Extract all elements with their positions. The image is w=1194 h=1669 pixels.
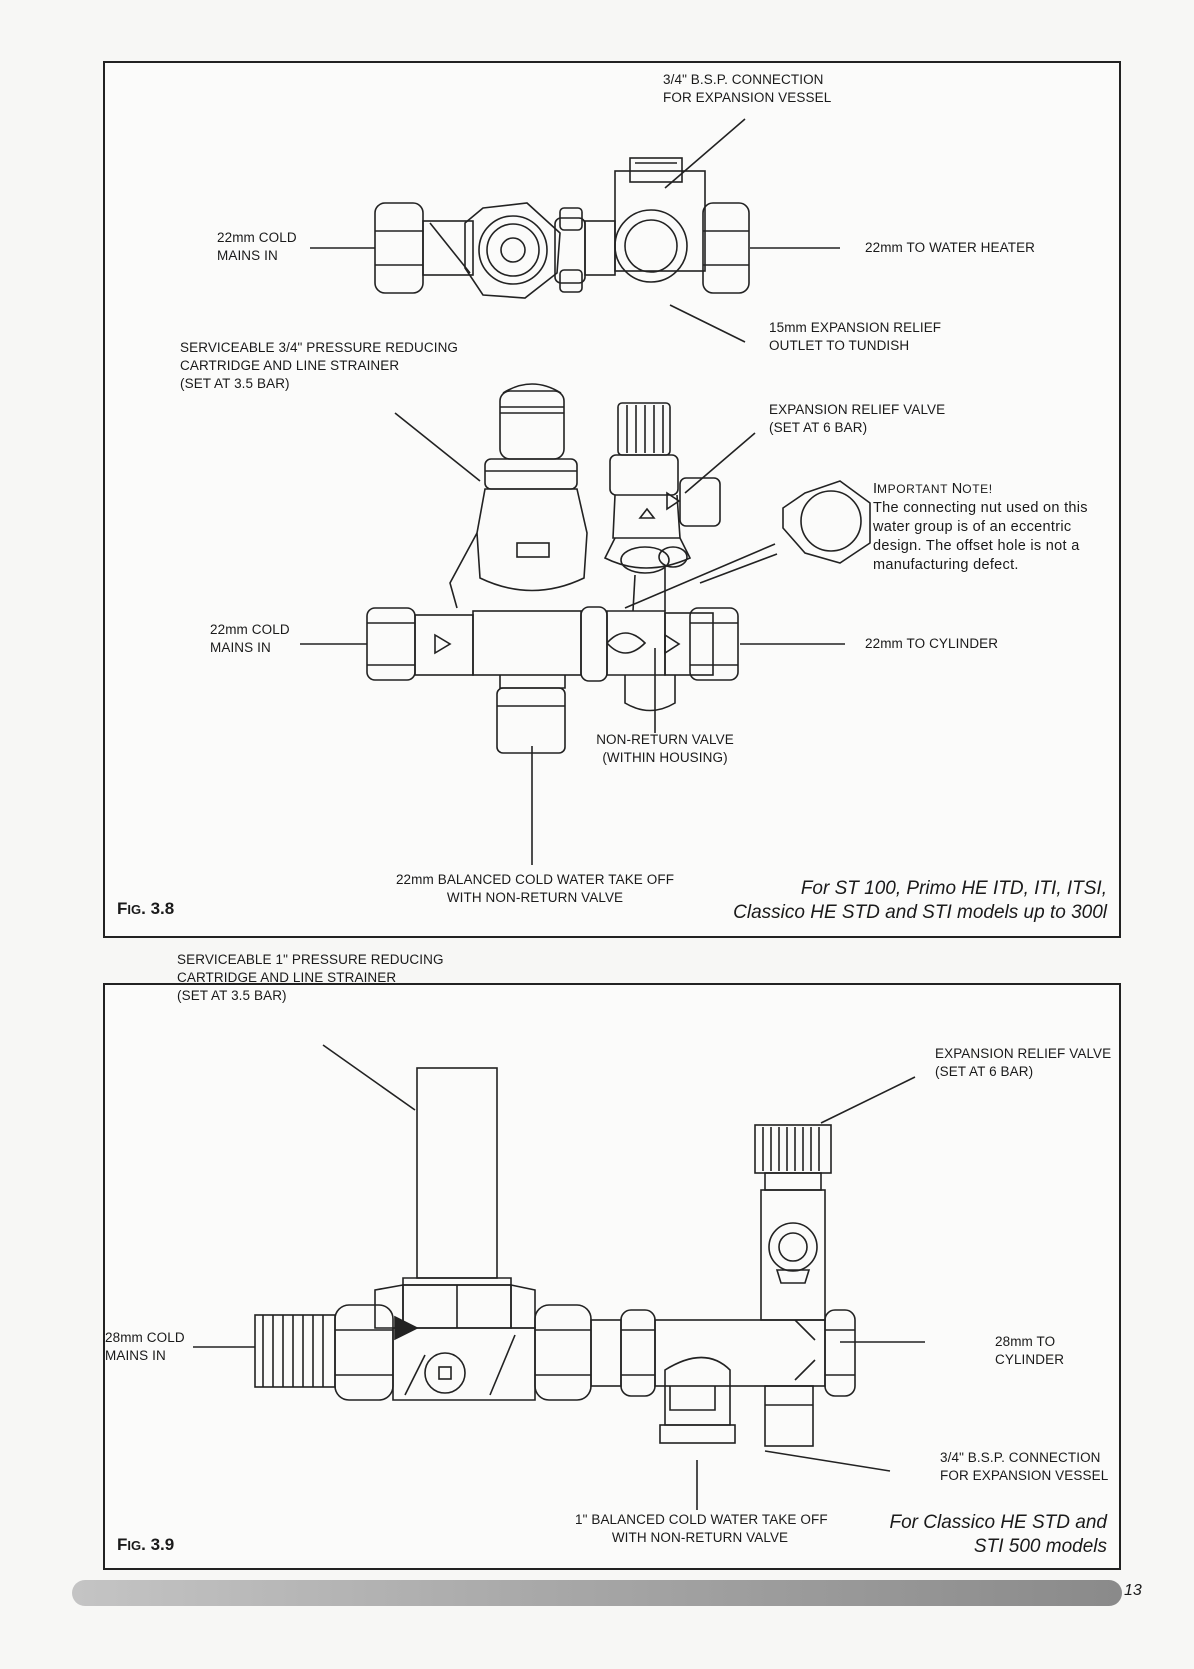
label-line: (WITHIN HOUSING) xyxy=(602,750,728,765)
to-water-heater-label: 22mm TO WATER HEATER xyxy=(865,240,1036,255)
applicable-models: For Classico HE STD and STI 500 models xyxy=(889,1511,1107,1559)
label-line: FOR EXPANSION VESSEL xyxy=(940,1468,1109,1483)
label-line: 1" BALANCED COLD WATER TAKE OFF xyxy=(575,1512,828,1527)
cold-mains-in-top-label: 22mm COLD MAINS IN xyxy=(217,229,297,265)
figure-3-9-panel: SERVICEABLE 1" PRESSURE REDUCING CARTRID… xyxy=(103,952,1121,1570)
note-heading-part: N xyxy=(951,481,963,497)
models-line: For Classico HE STD and xyxy=(889,1512,1107,1533)
water-group-diagram-3-8 xyxy=(300,118,871,865)
models-line: STI 500 models xyxy=(973,1536,1107,1557)
label-line: WITH NON-RETURN VALVE xyxy=(611,1530,789,1545)
applicable-models: For ST 100, Primo HE ITD, ITI, ITSI, Cla… xyxy=(733,877,1107,925)
figure-caption: FIG. 3.8 xyxy=(117,899,174,919)
expansion-relief-valve-label: EXPANSION RELIEF VALVE (SET AT 6 BAR) xyxy=(935,1045,1111,1081)
pressure-reducing-setting-label: (SET AT 3.5 BAR) xyxy=(177,987,287,1005)
note-heading-part: OTE! xyxy=(962,482,993,496)
label-line: WITH NON-RETURN VALVE xyxy=(446,890,624,905)
expansion-relief-valve-label: EXPANSION RELIEF VALVE (SET AT 6 BAR) xyxy=(769,401,945,437)
label-line: (SET AT 6 BAR) xyxy=(935,1064,1034,1079)
label-line: SERVICEABLE 3/4" PRESSURE REDUCING xyxy=(180,340,459,355)
label-line: NON-RETURN VALVE xyxy=(596,732,734,747)
label-line: CARTRIDGE AND LINE STRAINER xyxy=(180,358,400,373)
label-line: 3/4" B.S.P. CONNECTION xyxy=(663,72,824,87)
label-line: EXPANSION RELIEF VALVE xyxy=(935,1046,1112,1061)
label-line: 22mm BALANCED COLD WATER TAKE OFF xyxy=(395,872,675,887)
bsp-connection-label: 3/4" B.S.P. CONNECTION FOR EXPANSION VES… xyxy=(663,71,831,107)
label-line: MAINS IN xyxy=(105,1348,166,1363)
label-line: OUTLET TO TUNDISH xyxy=(769,338,910,353)
cold-mains-in-label: 28mm COLD MAINS IN xyxy=(105,1329,185,1365)
label-line: EXPANSION RELIEF VALVE xyxy=(769,402,946,417)
caption-part: . 3.8 xyxy=(141,899,175,918)
relief-outlet-label: 15mm EXPANSION RELIEF OUTLET TO TUNDISH xyxy=(769,319,941,355)
label-line: FOR EXPANSION VESSEL xyxy=(663,90,832,105)
label-line: MAINS IN xyxy=(210,640,271,655)
models-line: Classico HE STD and STI models up to 300… xyxy=(733,902,1107,923)
label-line: (SET AT 3.5 BAR) xyxy=(180,376,290,391)
pressure-reducing-cartridge-label-cont: CARTRIDGE AND LINE STRAINER xyxy=(177,969,396,987)
footer-bar xyxy=(72,1580,1122,1606)
caption-part: IG xyxy=(127,902,142,917)
important-note: IMPORTANT NOTE! The connecting nut used … xyxy=(873,480,1091,575)
label-line: 22mm COLD xyxy=(217,230,297,245)
note-heading-part: I xyxy=(873,481,878,497)
balanced-cold-water-label: 22mm BALANCED COLD WATER TAKE OFF WITH N… xyxy=(385,871,685,907)
cold-mains-in-label: 22mm COLD MAINS IN xyxy=(210,621,290,657)
label-line: 15mm EXPANSION RELIEF xyxy=(769,320,942,335)
bsp-connection-label: 3/4" B.S.P. CONNECTION FOR EXPANSION VES… xyxy=(940,1449,1108,1485)
figure-3-8-panel: 3/4" B.S.P. CONNECTION FOR EXPANSION VES… xyxy=(103,61,1121,938)
figure-caption: FIG. 3.9 xyxy=(117,1535,174,1555)
caption-part: F xyxy=(117,1535,128,1554)
label-line: 28mm TO xyxy=(995,1334,1056,1349)
label-line: 3/4" B.S.P. CONNECTION xyxy=(940,1450,1101,1465)
label-line: CYLINDER xyxy=(995,1352,1065,1367)
caption-part: F xyxy=(117,899,128,918)
pressure-reducing-cartridge-label: SERVICEABLE 1" PRESSURE REDUCING xyxy=(177,951,444,969)
label-line: 22mm COLD xyxy=(210,622,290,637)
label-line: SERVICEABLE 1" PRESSURE REDUCING xyxy=(177,952,444,967)
page-number: 13 xyxy=(1124,1582,1142,1599)
note-heading-part: MPORTANT xyxy=(877,482,952,496)
important-note-heading: IMPORTANT NOTE! xyxy=(873,480,1091,499)
label-line: 28mm COLD xyxy=(105,1330,185,1345)
label-line: CARTRIDGE AND LINE STRAINER xyxy=(177,970,397,985)
to-cylinder-label: 22mm TO CYLINDER xyxy=(865,636,999,651)
balanced-cold-water-label: 1" BALANCED COLD WATER TAKE OFF WITH NON… xyxy=(575,1511,828,1547)
important-note-body: The connecting nut used on this water gr… xyxy=(873,500,1088,573)
caption-part: . 3.9 xyxy=(141,1535,175,1554)
pressure-reducing-cartridge-label: SERVICEABLE 3/4" PRESSURE REDUCING CARTR… xyxy=(180,339,458,393)
label-line: (SET AT 6 BAR) xyxy=(769,420,868,435)
non-return-valve-label: NON-RETURN VALVE (WITHIN HOUSING) xyxy=(585,731,745,767)
label-line: MAINS IN xyxy=(217,248,278,263)
caption-part: IG xyxy=(127,1538,142,1553)
label-line: (SET AT 3.5 BAR) xyxy=(177,988,287,1003)
models-line: For ST 100, Primo HE ITD, ITI, ITSI, xyxy=(800,878,1107,899)
water-group-diagram-3-9 xyxy=(193,1044,925,1510)
to-cylinder-label: 28mm TO CYLINDER xyxy=(995,1333,1064,1369)
